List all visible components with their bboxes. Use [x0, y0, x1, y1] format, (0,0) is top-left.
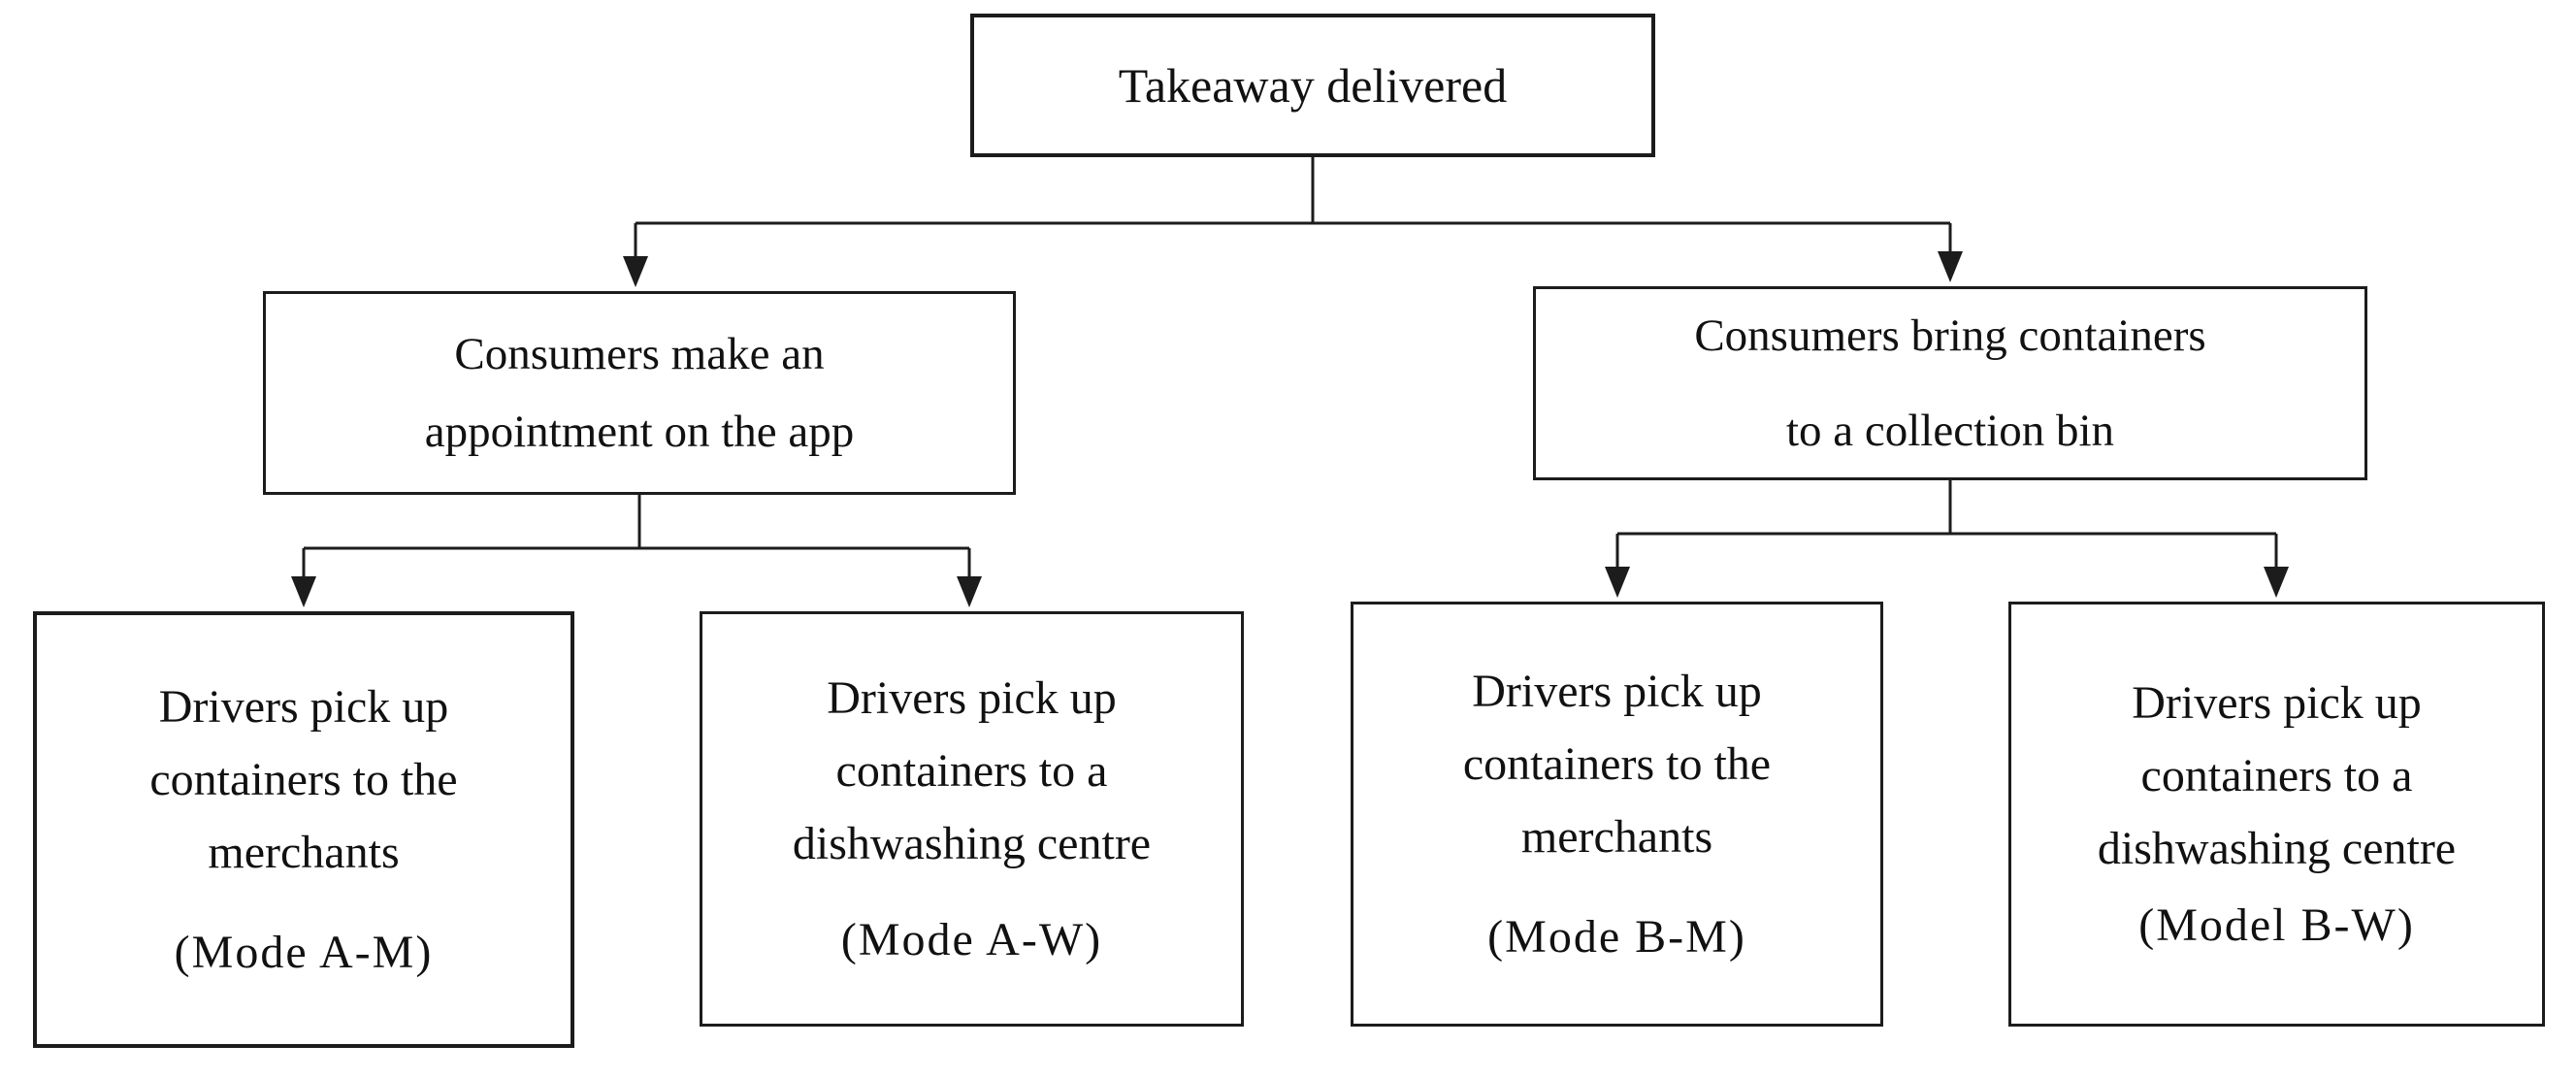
arrowhead: [2264, 567, 2289, 598]
node-text-line: dishwashing centre: [2097, 823, 2457, 874]
node-model-b-w: Drivers pick up containers to a dishwash…: [2008, 602, 2545, 1027]
node-text-line: Drivers pick up: [2132, 677, 2422, 729]
node-takeaway-delivered: Takeaway delivered: [970, 14, 1655, 157]
arrowheads-modes-b: [1605, 567, 2289, 598]
node-consumers-collection-bin: Consumers bring containers to a collecti…: [1533, 286, 2367, 480]
mode-label-a-m: (Mode A-M): [174, 927, 434, 978]
node-label: Takeaway delivered: [1118, 58, 1508, 113]
node-text-line: merchants: [1520, 811, 1713, 863]
node-text-line: Drivers pick up: [158, 681, 449, 733]
arrowhead: [1605, 567, 1630, 598]
arrowhead: [957, 576, 982, 607]
node-text-line: containers to a: [2140, 750, 2413, 801]
connector-root-to-level2: [634, 157, 1952, 258]
mode-label-b-w: (Model B-W): [2138, 899, 2415, 951]
mode-label-a-w: (Mode A-W): [840, 914, 1103, 965]
node-text-line: containers to the: [1462, 738, 1772, 790]
node-text-line: containers to a: [835, 745, 1108, 797]
mode-label-b-m: (Mode B-M): [1487, 911, 1746, 963]
arrowheads-level2: [623, 251, 1963, 287]
node-text-line: containers to the: [149, 754, 458, 805]
node-text-line: Consumers make an: [454, 329, 825, 379]
arrowhead: [623, 256, 648, 287]
node-consumers-appointment-app: Consumers make an appointment on the app: [263, 291, 1016, 495]
node-text-line: appointment on the app: [424, 407, 855, 457]
node-text-line: merchants: [208, 827, 400, 878]
node-mode-a-w: Drivers pick up containers to a dishwash…: [700, 611, 1244, 1027]
arrowhead: [1938, 251, 1963, 282]
connector-appointment-to-modes: [302, 495, 971, 578]
arrowheads-modes-a: [291, 576, 982, 607]
node-mode-b-m: Drivers pick up containers to the mercha…: [1351, 602, 1883, 1027]
node-text-line: Consumers bring containers: [1694, 310, 2206, 361]
node-text-line: to a collection bin: [1785, 406, 2115, 456]
node-text-line: Drivers pick up: [1472, 666, 1762, 717]
node-mode-a-m: Drivers pick up containers to the mercha…: [33, 611, 574, 1048]
connector-bin-to-modes: [1615, 480, 2278, 569]
arrowhead: [291, 576, 316, 607]
node-text-line: Drivers pick up: [827, 672, 1117, 724]
node-text-line: dishwashing centre: [792, 818, 1152, 869]
